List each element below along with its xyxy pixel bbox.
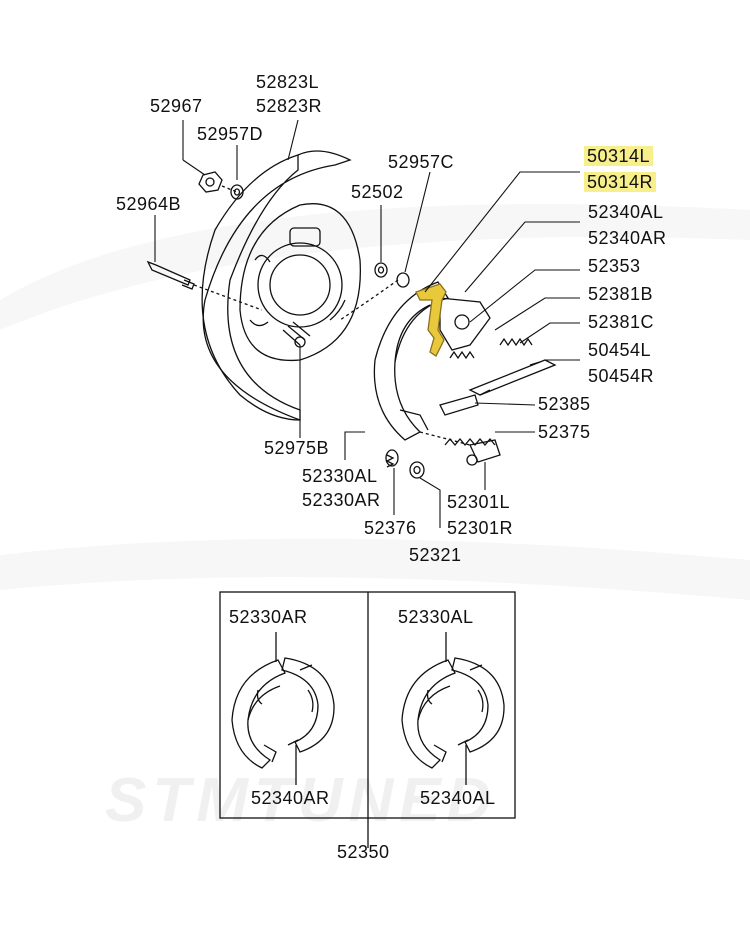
label-50454R: 50454R: [588, 366, 655, 386]
kit-shoe-left: [231, 659, 286, 769]
box-label-52340AL: 52340AL: [420, 788, 496, 808]
label-52957C: 52957C: [388, 152, 455, 172]
label-52353: 52353: [588, 256, 641, 276]
label-52340AR: 52340AR: [588, 228, 667, 248]
label-52375: 52375: [538, 422, 591, 442]
box-label-52330AR: 52330AR: [229, 607, 308, 627]
label-52975B: 52975B: [264, 438, 330, 458]
label-52321: 52321: [409, 545, 462, 565]
label-52301R: 52301R: [447, 518, 514, 538]
cup-52321: [409, 461, 425, 479]
label-50454L: 50454L: [588, 340, 652, 360]
adjuster-52385: [439, 394, 479, 416]
spring-52375: [444, 437, 496, 447]
spring-52381C: [499, 337, 533, 347]
kit-shoe-right: [401, 659, 456, 769]
label-52381B: 52381B: [588, 284, 654, 304]
nut-52967: [198, 171, 223, 193]
label-52350: 52350: [337, 842, 390, 862]
backing-plate: [202, 150, 352, 421]
label-52301L: 52301L: [447, 492, 511, 512]
label-52376: 52376: [364, 518, 417, 538]
label-52967: 52967: [150, 96, 203, 116]
brake-shoe-main: [373, 281, 450, 441]
label-52340AL: 52340AL: [588, 202, 664, 222]
label-52381C: 52381C: [588, 312, 655, 332]
watermark: STMTUNED: [105, 766, 498, 835]
label-52823L: 52823L: [256, 72, 320, 92]
label-50314R: 50314R: [584, 172, 657, 192]
adjuster-lever-50314: [415, 283, 447, 357]
label-52330AR: 52330AR: [302, 490, 381, 510]
box-label-52330AL: 52330AL: [398, 607, 474, 627]
label-52502: 52502: [351, 182, 404, 202]
label-52823R: 52823R: [256, 96, 323, 116]
label-52964B: 52964B: [116, 194, 182, 214]
washer-52957D: [230, 184, 244, 200]
label-52957D: 52957D: [197, 124, 264, 144]
label-50314L: 50314L: [584, 146, 654, 166]
strut-50454: [468, 359, 557, 396]
label-52330AL: 52330AL: [302, 466, 378, 486]
adjuster-52301: [469, 439, 501, 463]
box-label-52340AR: 52340AR: [251, 788, 330, 808]
label-52385: 52385: [538, 394, 591, 414]
